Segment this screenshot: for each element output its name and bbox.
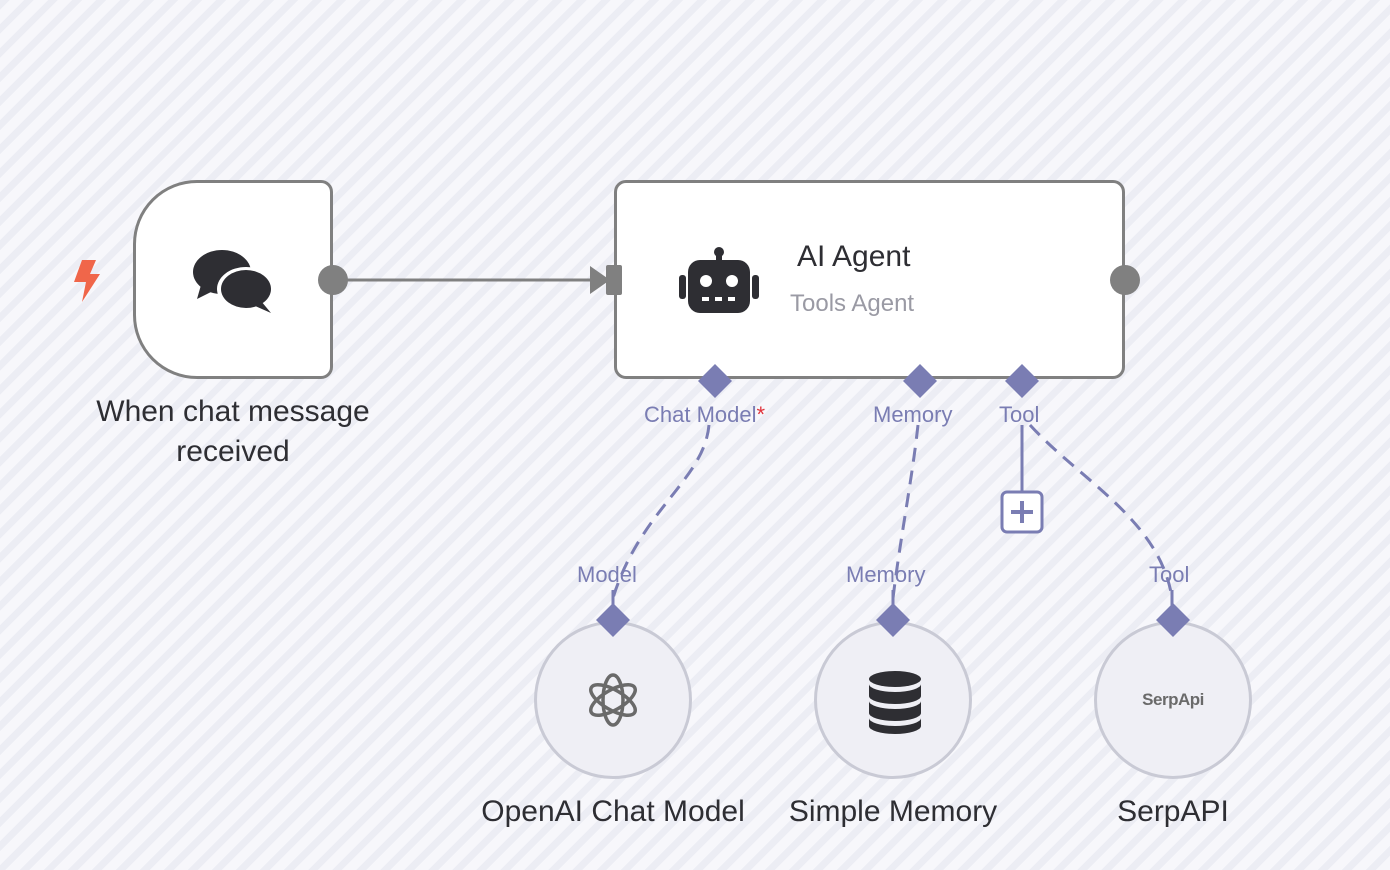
chat-bubbles-icon — [193, 250, 275, 313]
connection-arrowhead — [590, 266, 610, 294]
memory-port-handle[interactable] — [902, 363, 938, 399]
required-marker: * — [756, 402, 766, 427]
ai-agent-subtitle: Tools Agent — [790, 290, 915, 317]
plus-icon[interactable] — [1000, 490, 1046, 536]
tool-port-label: Tool — [999, 402, 1040, 427]
tool-port-handle[interactable] — [1004, 363, 1040, 399]
database-icon — [869, 671, 921, 734]
ai-agent-node[interactable] — [614, 180, 1125, 379]
serpapi-port-label: Tool — [1149, 562, 1190, 587]
tool-connection[interactable] — [1028, 423, 1174, 599]
openai-output-handle[interactable] — [595, 602, 631, 638]
chat-trigger-node[interactable] — [133, 180, 333, 379]
simple-memory-port-label: Memory — [846, 562, 926, 587]
simple-memory-title: Simple Memory — [788, 795, 998, 828]
serpapi-output-handle[interactable] — [1155, 602, 1191, 638]
memory-port-label: Memory — [873, 402, 953, 427]
trigger-output-handle[interactable] — [317, 264, 349, 296]
lightning-bolt-icon — [74, 260, 100, 302]
model-connection[interactable] — [611, 424, 711, 599]
chat-model-port-handle[interactable] — [697, 363, 733, 399]
serpapi-logo: SerpApi — [1142, 690, 1204, 709]
openai-port-label: Model — [577, 562, 637, 587]
openai-title: OpenAI Chat Model — [481, 795, 745, 828]
trigger-title: When chat message received — [96, 395, 370, 468]
chat-model-port-label: Chat Model* — [644, 402, 765, 428]
agent-output-handle[interactable] — [1109, 264, 1141, 296]
simple-memory-node[interactable] — [814, 621, 972, 779]
agent-input-handle[interactable] — [606, 265, 622, 295]
openai-icon — [589, 673, 637, 727]
ai-agent-title: AI Agent — [797, 240, 911, 273]
memory-output-handle[interactable] — [875, 602, 911, 638]
robot-icon — [679, 247, 759, 313]
chat-model-label-text: Chat Model — [644, 402, 757, 427]
serpapi-title: SerpAPI — [1117, 795, 1229, 828]
serpapi-node[interactable]: SerpApi — [1094, 621, 1252, 779]
openai-chat-model-node[interactable] — [534, 621, 692, 779]
